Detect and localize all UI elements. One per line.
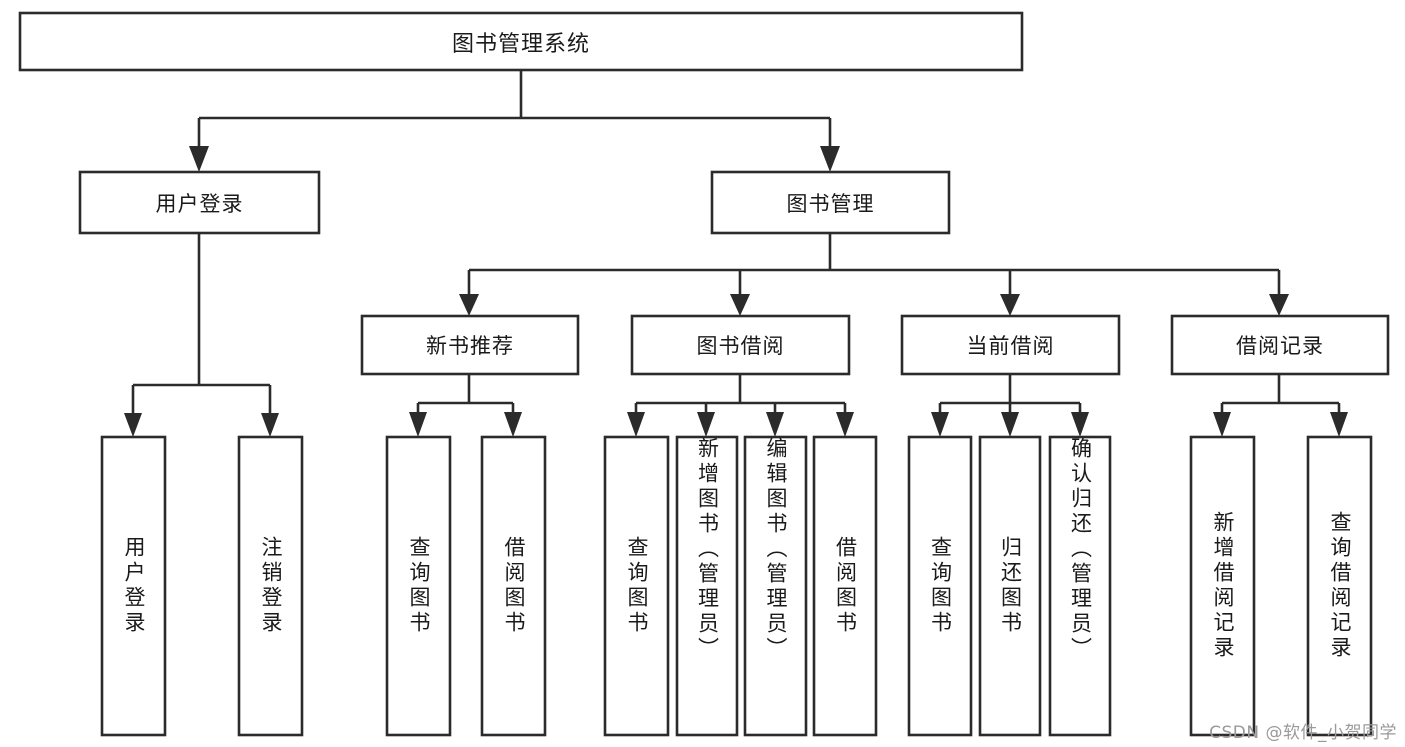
node-box-root[interactable]: [18, 11, 1024, 72]
node-box-leaf-add-record[interactable]: [1189, 435, 1256, 737]
arrow-head-leaf-edit-book: [766, 412, 784, 437]
arrow-head-leaf-query-book-1: [409, 412, 427, 437]
node-box-leaf-query-book-1[interactable]: [385, 435, 452, 737]
arrow-head-leaf-query-book-2: [627, 412, 645, 437]
node-box-user-login[interactable]: [78, 170, 321, 235]
arrow-head-leaf-user-login: [124, 413, 142, 437]
arrow-head-book-manage: [820, 146, 840, 172]
node-box-leaf-query-book-3[interactable]: [907, 435, 973, 737]
node-box-leaf-return-book[interactable]: [978, 435, 1042, 737]
node-boxes: [18, 11, 1390, 737]
node-box-leaf-edit-book[interactable]: [743, 435, 808, 737]
node-box-leaf-confirm-return[interactable]: [1048, 435, 1112, 737]
node-box-book-manage[interactable]: [710, 170, 951, 235]
arrow-head-leaf-query-record: [1330, 412, 1348, 437]
csdn-watermark: CSDN @软件_小贺同学: [1209, 723, 1397, 743]
arrow-head-leaf-add-book: [697, 412, 715, 437]
arrow-head-leaf-borrow-book-1: [504, 412, 522, 437]
arrow-head-leaf-logout-login: [261, 413, 279, 437]
node-box-leaf-add-book[interactable]: [675, 435, 739, 737]
node-box-leaf-borrow-book-2[interactable]: [812, 435, 878, 737]
node-box-leaf-borrow-book-1[interactable]: [480, 435, 547, 737]
arrow-head-leaf-add-record: [1213, 412, 1231, 437]
node-box-new-book-recommend[interactable]: [360, 314, 580, 376]
arrow-head-book-borrow: [730, 294, 750, 316]
node-box-book-borrow[interactable]: [630, 314, 851, 376]
arrow-head-new-book-recommend: [459, 294, 479, 316]
node-box-leaf-user-login[interactable]: [100, 435, 167, 737]
node-box-borrow-record[interactable]: [1170, 314, 1390, 376]
node-box-leaf-query-record[interactable]: [1306, 435, 1373, 737]
node-box-leaf-query-book-2[interactable]: [603, 435, 670, 737]
arrow-head-leaf-return-book: [1001, 412, 1019, 437]
arrow-head-user-login: [189, 146, 209, 172]
node-box-leaf-logout-login[interactable]: [237, 435, 304, 737]
arrow-head-leaf-borrow-book-2: [836, 412, 854, 437]
arrow-head-leaf-query-book-3: [931, 412, 949, 437]
arrow-head-borrow-record: [1269, 294, 1289, 316]
arrow-head-leaf-confirm-return: [1071, 412, 1089, 437]
arrow-heads: [124, 146, 1348, 437]
arrow-head-current-borrow: [1000, 294, 1020, 316]
node-box-current-borrow[interactable]: [900, 314, 1121, 376]
